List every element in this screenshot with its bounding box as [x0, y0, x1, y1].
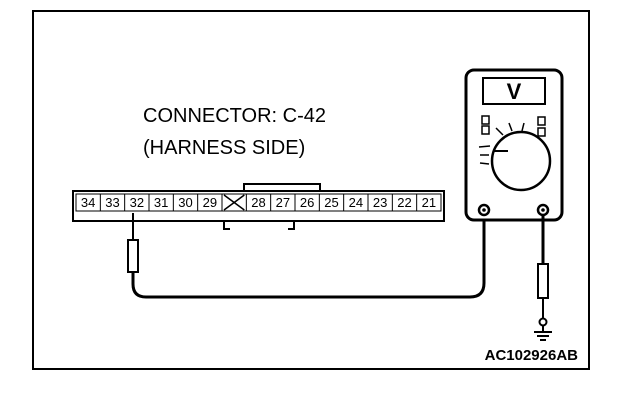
connector-subtitle: (HARNESS SIDE) [143, 137, 305, 159]
pin-label-22: 22 [397, 195, 411, 210]
connector-key-left [223, 221, 230, 230]
range-indicator-icon [481, 125, 490, 135]
range-indicator-icon [537, 127, 546, 137]
connector-c42: 34 33 32 31 30 29 28 27 26 25 24 23 22 21 [72, 183, 445, 230]
pin-label-30: 30 [178, 195, 192, 210]
voltmeter: V [464, 68, 564, 222]
connector-key-right [288, 221, 295, 230]
pin-label-26: 26 [300, 195, 314, 210]
pin-label-25: 25 [324, 195, 338, 210]
dial-tick-marks [478, 122, 525, 165]
pin-label-29: 29 [203, 195, 217, 210]
range-indicator-icon [481, 115, 490, 125]
pin-label-28: 28 [251, 195, 265, 210]
pin-label-27: 27 [276, 195, 290, 210]
pin-label-24: 24 [349, 195, 363, 210]
pin-label-21: 21 [422, 195, 436, 210]
ground-lead [537, 215, 549, 332]
connector-pin-strip [75, 193, 442, 212]
range-indicator-icon [537, 116, 546, 126]
voltmeter-mode-symbol: V [507, 79, 522, 104]
selector-dial [490, 130, 552, 192]
voltmeter-display [482, 77, 546, 105]
connector-title: CONNECTOR: C-42 [143, 105, 326, 127]
probe-handle [127, 239, 139, 273]
blank-pin-cross-icon [223, 194, 245, 211]
pin-label-34: 34 [81, 195, 95, 210]
connector-lock-bump [243, 183, 321, 191]
pin-label-33: 33 [105, 195, 119, 210]
test-lead-positive [131, 214, 486, 299]
pin-label-23: 23 [373, 195, 387, 210]
pin-label-32: 32 [130, 195, 144, 210]
pin-label-31: 31 [154, 195, 168, 210]
reference-code: AC102926AB [485, 347, 579, 364]
ground-icon [534, 331, 552, 341]
ground-probe-handle [537, 263, 549, 299]
